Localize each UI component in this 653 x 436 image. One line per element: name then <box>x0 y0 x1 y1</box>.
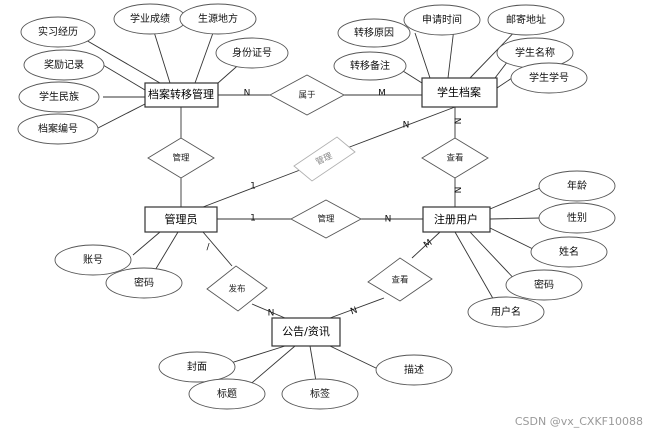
rel-manage-user: 管理 <box>290 199 362 239</box>
rel-view-notice-label: 查看 <box>391 275 408 286</box>
attr-admin-password: 密码 <box>105 267 183 299</box>
rel-publish: 发布 <box>206 265 268 312</box>
card-manage-archive-top: N <box>403 121 410 131</box>
entity-student-archive-label: 学生档案 <box>437 85 481 99</box>
rel-belongs-label: 属于 <box>298 91 316 101</box>
entity-student-archive: 学生档案 <box>421 77 498 108</box>
entity-admin-label: 管理员 <box>165 212 198 226</box>
entity-notice: 公告/资讯 <box>271 317 341 347</box>
attr-transfer-reason: 转移原因 <box>337 18 411 48</box>
card-view-notice: N <box>349 306 359 318</box>
cardinalities: N M N 1 N N 1 N M N / N <box>206 89 461 319</box>
attr-age-label: 年龄 <box>567 179 587 192</box>
attr-grades: 学业成绩 <box>113 3 187 35</box>
entity-admin: 管理员 <box>144 206 218 233</box>
attr-apply-time-label: 申请时间 <box>422 13 462 26</box>
rel-view-archive-label: 查看 <box>446 153 463 164</box>
card-manage-user-left: 1 <box>250 214 256 224</box>
attr-internship: 实习经历 <box>20 16 96 48</box>
attr-admin-password-label: 密码 <box>134 276 154 289</box>
attr-mail-address-label: 邮寄地址 <box>506 13 546 26</box>
attr-internship-label: 实习经历 <box>38 25 78 38</box>
card-manage-archive-bottom: 1 <box>250 182 256 192</box>
attr-transfer-reason-label: 转移原因 <box>354 26 394 39</box>
attr-cover: 封面 <box>158 351 236 383</box>
attr-apply-time: 申请时间 <box>403 4 481 36</box>
attr-id-number-label: 身份证号 <box>232 46 272 59</box>
attr-transfer-note-label: 转移备注 <box>350 59 390 72</box>
attr-age: 年龄 <box>538 170 616 202</box>
attr-cover-label: 封面 <box>187 360 207 373</box>
attr-id-number: 身份证号 <box>215 37 289 69</box>
rel-manage-archive-label: 管理 <box>172 153 190 164</box>
attr-full-name-label: 姓名 <box>559 245 579 258</box>
entity-notice-label: 公告/资讯 <box>282 325 330 338</box>
attr-origin-label: 生源地方 <box>198 12 238 25</box>
attr-ethnicity-label: 学生民族 <box>39 90 79 103</box>
card-manage-user-right: N <box>385 215 392 225</box>
attr-gender: 性别 <box>538 202 616 234</box>
attr-tag-label: 标签 <box>310 387 330 400</box>
card-user-view-notice: M <box>422 238 434 251</box>
attr-ethnicity: 学生民族 <box>18 81 100 113</box>
attr-description: 描述 <box>375 354 453 386</box>
attr-student-number: 学生学号 <box>510 62 588 94</box>
attr-title-label: 标题 <box>217 388 237 400</box>
attr-awards-label: 奖励记录 <box>44 58 84 71</box>
attr-account-label: 账号 <box>83 254 103 266</box>
attr-username-label: 用户名 <box>491 305 521 318</box>
card-view-user: N <box>452 187 462 194</box>
attr-mail-address: 邮寄地址 <box>487 4 565 36</box>
attr-full-name: 姓名 <box>530 236 608 268</box>
entity-transfer-mgmt: 档案转移管理 <box>144 82 219 108</box>
entity-user-label: 注册用户 <box>434 212 478 226</box>
rel-manage-archive: 管理 <box>147 137 215 179</box>
attr-user-password: 密码 <box>505 269 583 301</box>
card-publish-notice: N <box>268 309 275 319</box>
card-admin-publish: / <box>206 243 210 253</box>
attr-description-label: 描述 <box>404 363 424 376</box>
attr-archive-no-label: 档案编号 <box>38 122 78 135</box>
attr-username: 用户名 <box>467 296 545 328</box>
watermark: CSDN @vx_CXKF10088 <box>514 415 643 428</box>
entity-transfer-mgmt-label: 档案转移管理 <box>148 87 214 101</box>
attr-user-password-label: 密码 <box>534 278 554 291</box>
attr-origin: 生源地方 <box>179 3 257 35</box>
attr-title: 标题 <box>188 378 266 410</box>
attr-awards: 奖励记录 <box>23 49 105 81</box>
rel-manage-faded: 管理 <box>293 136 356 182</box>
rel-view-notice: 查看 <box>367 257 433 302</box>
rel-manage-user-label: 管理 <box>317 214 335 225</box>
card-belongs-right: M <box>378 89 386 99</box>
card-belongs-left: N <box>244 89 251 99</box>
rel-view-archive: 查看 <box>421 137 489 179</box>
attr-gender-label: 性别 <box>567 211 587 224</box>
attr-account: 账号 <box>54 244 132 276</box>
rel-publish-label: 发布 <box>228 284 245 295</box>
rel-belongs: 属于 <box>269 74 345 116</box>
entity-user: 注册用户 <box>422 206 491 233</box>
attr-grades-label: 学业成绩 <box>130 12 170 25</box>
card-archive-view: N <box>452 118 462 125</box>
attr-transfer-note: 转移备注 <box>333 51 407 81</box>
attr-tag: 标签 <box>281 378 359 410</box>
attr-student-number-label: 学生学号 <box>529 71 569 84</box>
attr-student-name-label: 学生名称 <box>515 46 555 59</box>
attr-archive-no: 档案编号 <box>17 113 99 145</box>
